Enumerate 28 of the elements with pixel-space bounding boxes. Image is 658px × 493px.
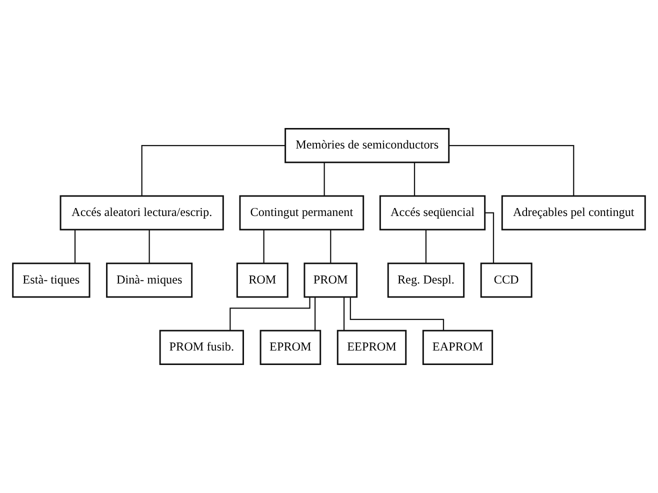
node-box: CCD [480,262,532,298]
node-box: Accés aleatori lectura/escrip. [60,195,224,230]
connector [343,297,345,330]
node-box: Contingut permanent [239,195,364,230]
node-box: ROM [236,262,288,298]
connector [148,230,150,263]
connector [263,230,264,263]
node-box: Dinà- miques [106,262,193,298]
connector [314,297,316,330]
connector [485,212,494,264]
node-box: Adreçables pel contingut [501,195,646,230]
connector [141,145,286,196]
node-box: Memòries de semiconductors [284,128,450,164]
connector [414,162,416,196]
node-box: Reg. Despl. [387,262,465,298]
node-box: Està- tiques [12,262,90,298]
node-box: PROM [304,262,358,298]
node-box: EAPROM [422,330,494,365]
connector [230,297,310,331]
connector [330,230,332,263]
connector [449,145,574,196]
node-box: PROM fusib. [159,330,244,365]
node-box: Accés seqüencial [379,195,486,230]
node-box: EEPROM [336,330,407,365]
connector [324,162,325,196]
connector [74,230,76,263]
connector [425,230,427,263]
node-box: EPROM [260,330,322,365]
